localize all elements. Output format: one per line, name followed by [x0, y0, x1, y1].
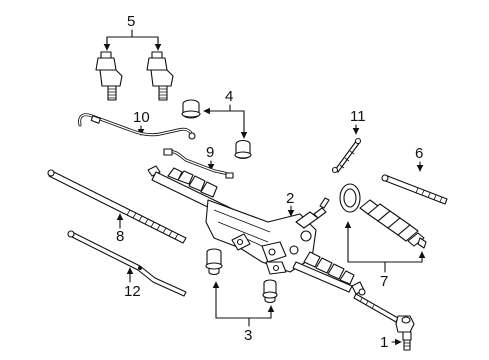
outer-tie-rod-end	[353, 293, 415, 351]
callout-12: 12	[124, 283, 141, 300]
return-hose	[163, 148, 234, 179]
callout-2: 2	[286, 190, 294, 207]
callout-4: 4	[225, 88, 233, 105]
inner-tie-rod	[381, 174, 448, 205]
rack-housing-assembly	[147, 165, 366, 296]
callout-1: 1	[380, 334, 388, 351]
bushing-lower	[234, 139, 252, 160]
grommet-left	[205, 248, 223, 276]
tie-rod-end-right	[146, 51, 174, 101]
cross-rod	[67, 230, 187, 297]
boot-kit	[339, 183, 427, 249]
callout-5: 5	[127, 13, 135, 30]
tie-rod-end-left	[95, 51, 123, 101]
callout-11: 11	[350, 108, 366, 125]
callout-7: 7	[380, 273, 388, 290]
callout-9: 9	[206, 144, 214, 161]
callout-3: 3	[244, 327, 252, 344]
callout-6: 6	[415, 145, 423, 162]
leader-lines	[103, 29, 426, 346]
pressure-hose	[78, 113, 196, 140]
callout-10: 10	[133, 109, 150, 126]
grommet-right	[262, 279, 278, 304]
rack-shaft	[47, 169, 187, 244]
adjuster-rod	[331, 137, 362, 174]
bushing-upper	[181, 99, 201, 119]
callout-8: 8	[116, 228, 124, 245]
